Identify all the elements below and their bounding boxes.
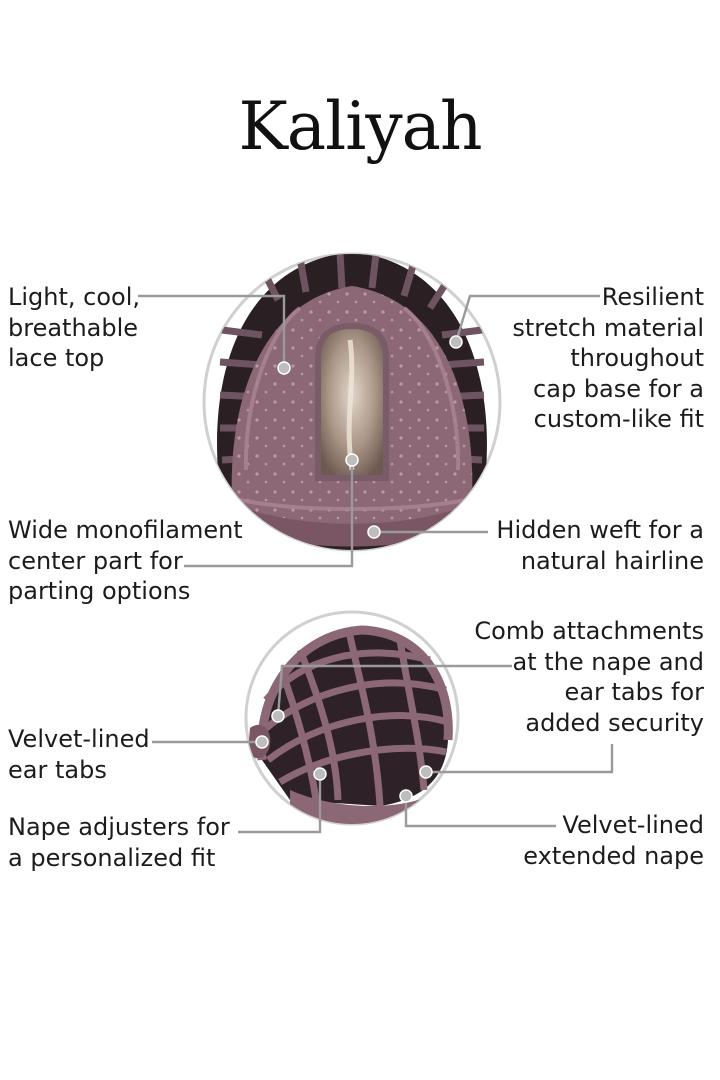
- callout-line: a personalized fit: [8, 843, 216, 872]
- callout-lace-top: Light, cool, breathable lace top: [8, 282, 140, 374]
- callout-comb: Comb attachments at the nape and ear tab…: [474, 616, 704, 738]
- leader-lace-top: [138, 294, 286, 368]
- callout-line: added security: [525, 708, 704, 737]
- callout-line: throughout: [570, 344, 704, 372]
- dot-extended-nape: [399, 789, 413, 803]
- callout-line: Hidden weft for a: [496, 516, 704, 544]
- leader-mono-part: [184, 460, 354, 568]
- callout-line: center part for: [8, 546, 183, 575]
- callout-stretch: Resilient stretch material throughout ca…: [512, 282, 704, 435]
- leader-nape-adjusters: [238, 774, 322, 834]
- callout-line: Velvet-lined: [562, 811, 704, 839]
- dot-hidden-weft: [367, 525, 381, 539]
- callout-line: Wide monofilament: [8, 516, 243, 544]
- leader-stretch: [454, 294, 600, 343]
- callout-line: Comb attachments: [474, 617, 704, 645]
- dot-lace-top: [277, 361, 291, 375]
- leader-extended-nape: [404, 796, 556, 828]
- callout-line: extended nape: [523, 841, 704, 870]
- callout-nape-adjusters: Nape adjusters for a personalized fit: [8, 812, 230, 873]
- callout-line: stretch material: [512, 313, 704, 342]
- callout-line: breathable: [8, 313, 139, 342]
- dot-ear-tabs: [255, 735, 269, 749]
- dot-mono-part: [345, 453, 359, 467]
- callout-line: parting options: [8, 577, 191, 605]
- callout-mono-part: Wide monofilament center part for partin…: [8, 515, 243, 607]
- product-title: Kaliyah: [238, 88, 482, 165]
- callout-line: at the nape and: [512, 647, 704, 676]
- leader-comb-upper: [276, 664, 512, 717]
- callout-line: lace top: [8, 344, 105, 372]
- callout-extended-nape: Velvet-lined extended nape: [523, 810, 704, 871]
- callout-hidden-weft: Hidden weft for a natural hairline: [496, 515, 704, 576]
- callout-line: natural hairline: [520, 546, 704, 575]
- callout-dots: [255, 335, 463, 803]
- callout-line: cap base for a: [533, 374, 704, 403]
- dot-stretch: [449, 335, 463, 349]
- callout-line: Nape adjusters for: [8, 813, 230, 841]
- callout-line: custom-like fit: [533, 405, 704, 433]
- dot-comb-lower: [419, 765, 433, 779]
- dot-comb: [271, 709, 285, 723]
- callout-line: Velvet-lined: [8, 725, 150, 753]
- callout-line: Light, cool,: [8, 283, 141, 311]
- leader-lines: [138, 294, 614, 834]
- callout-line: ear tabs: [8, 755, 107, 784]
- dot-nape-adjusters: [313, 767, 327, 781]
- callout-ear-tabs: Velvet-lined ear tabs: [8, 724, 150, 785]
- callout-line: Resilient: [601, 283, 704, 311]
- callout-line: ear tabs for: [564, 678, 704, 706]
- leader-comb-lower: [426, 744, 614, 774]
